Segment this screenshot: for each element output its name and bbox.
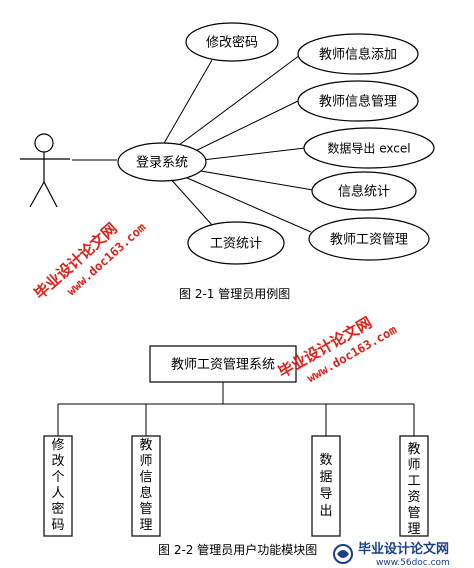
module-teacher-info: 教师信息管理 — [131, 435, 161, 537]
use-case-label: 数据导出 excel — [327, 141, 410, 156]
use-case-label: 教师工资管理 — [330, 232, 408, 248]
footer-url: www.56doc.com — [376, 558, 450, 568]
use-case-change-password: 修改密码 — [185, 22, 279, 62]
use-case-manage-teacher: 教师信息管理 — [297, 80, 419, 122]
use-case-statistics: 信息统计 — [311, 171, 417, 211]
figure2-caption: 图 2-2 管理员用户功能模块图 — [158, 543, 318, 557]
module-data-export: 数据导出 — [311, 435, 341, 537]
actor-left-leg — [29, 181, 45, 208]
use-case-label: 教师信息添加 — [319, 47, 397, 63]
actor-head — [34, 133, 54, 153]
use-case-label: 修改密码 — [206, 35, 258, 51]
footer-site-name: 毕业设计论文网 — [358, 541, 449, 557]
use-case-label: 教师信息管理 — [319, 94, 397, 110]
module-salary-manage: 教师工资管理 — [399, 435, 429, 537]
footer-watermark: 毕业设计论文网 www.56doc.com — [333, 541, 450, 568]
module-label: 数据导出 — [319, 453, 332, 519]
use-case-salary-stats: 工资统计 — [187, 221, 285, 265]
use-case-login-label: 登录系统 — [136, 156, 188, 171]
watermark-1: 毕业设计论文网 www.doc163.com — [31, 219, 149, 303]
module-label: 教师信息管理 — [139, 437, 152, 533]
actor-figure — [20, 133, 70, 208]
use-case-links — [162, 54, 314, 233]
use-case-login: 登录系统 — [117, 142, 207, 182]
root-module-label: 教师工资管理系统 — [171, 357, 275, 373]
footer-logo-icon — [333, 544, 353, 564]
module-label: 教师工资管理 — [407, 441, 420, 537]
root-module: 教师工资管理系统 — [149, 345, 297, 383]
module-label: 修改个人密码 — [51, 438, 64, 533]
footer-logo-mark — [337, 550, 349, 558]
use-case-export-excel: 数据导出 excel — [303, 127, 435, 169]
use-case-label: 信息统计 — [338, 184, 390, 200]
figure1-caption: 图 2-1 管理员用例图 — [179, 287, 291, 301]
tree-connectors — [57, 382, 415, 436]
module-change-password: 修改个人密码 — [43, 435, 73, 537]
actor-right-leg — [43, 181, 58, 208]
use-case-salary-manage: 教师工资管理 — [308, 217, 430, 261]
use-case-add-teacher: 教师信息添加 — [297, 33, 419, 75]
use-case-label: 工资统计 — [210, 237, 262, 252]
